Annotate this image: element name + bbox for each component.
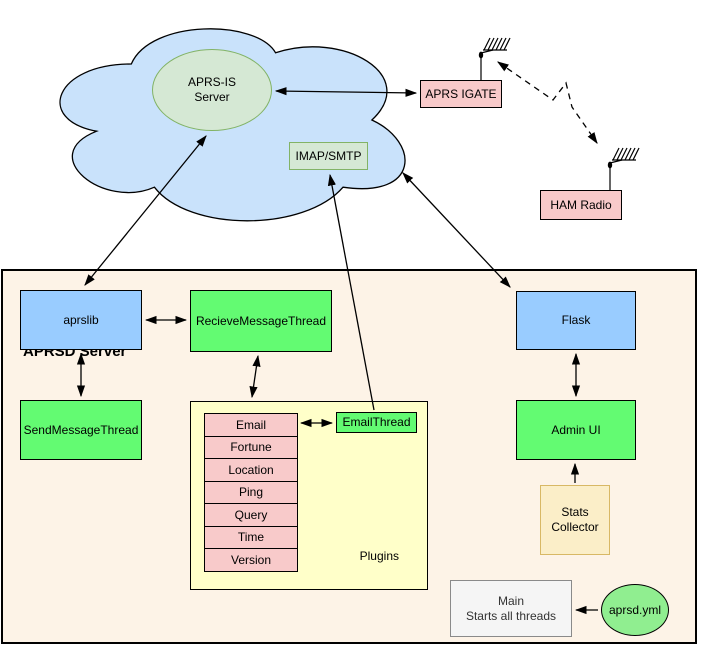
ham-radio-label: HAM Radio (550, 197, 612, 212)
plugin-list: Email Fortune Location Ping Query Time V… (204, 413, 298, 572)
plugin-item-ping: Ping (204, 480, 298, 504)
flask-label: Flask (561, 313, 591, 327)
plugins-container: Email Fortune Location Ping Query Time V… (190, 401, 428, 590)
aprsd-yml-label: aprsd.yml (608, 602, 661, 617)
radio-link-dashed (497, 61, 598, 144)
node-aprs-igate: APRS IGATE (420, 80, 502, 108)
node-aprslib: aprslib (20, 290, 142, 350)
plugin-item-location: Location (204, 458, 298, 482)
node-ham-radio: HAM Radio (540, 190, 622, 220)
node-aprsd-yml: aprsd.yml (601, 584, 669, 636)
node-aprs-is-server: APRS-IS Server (152, 49, 272, 131)
edge-aprsis-igate (274, 87, 418, 97)
stats-line2: Collector (551, 520, 599, 534)
plugin-item-email: Email (204, 413, 298, 437)
node-imap-smtp: IMAP/SMTP (289, 142, 368, 170)
node-email-thread: EmailThread (336, 412, 417, 433)
antenna-icon (607, 147, 640, 191)
node-admin-ui: Admin UI (516, 400, 636, 460)
plugin-item-fortune: Fortune (204, 435, 298, 459)
imap-smtp-label: IMAP/SMTP (295, 148, 362, 163)
email-thread-label: EmailThread (342, 415, 411, 429)
admin-ui-label: Admin UI (551, 422, 601, 437)
stats-line1: Stats (561, 505, 589, 519)
aprs-is-line2: Server (194, 90, 230, 104)
plugin-item-query: Query (204, 503, 298, 527)
recieve-message-thread-label: RecieveMessageThread (195, 313, 327, 328)
main-line1: Main (497, 593, 524, 608)
node-flask: Flask (516, 291, 636, 350)
aprs-is-line1: APRS-IS (187, 75, 236, 89)
node-stats-collector: Stats Collector (540, 485, 610, 555)
edge-aprsis-aprslib (84, 135, 207, 286)
plugin-item-version: Version (204, 548, 298, 572)
node-send-message-thread: SendMessageThread (20, 400, 142, 460)
node-recieve-message-thread: RecieveMessageThread (190, 290, 332, 352)
node-main: Main Starts all threads (450, 580, 572, 637)
aprs-igate-label: APRS IGATE (425, 86, 497, 101)
main-line2: Starts all threads (465, 608, 557, 623)
plugin-item-time: Time (204, 525, 298, 549)
antenna-icon (478, 37, 511, 81)
aprslib-label: aprslib (63, 312, 99, 327)
plugins-title: Plugins (359, 549, 399, 563)
send-message-thread-label: SendMessageThread (23, 422, 139, 437)
